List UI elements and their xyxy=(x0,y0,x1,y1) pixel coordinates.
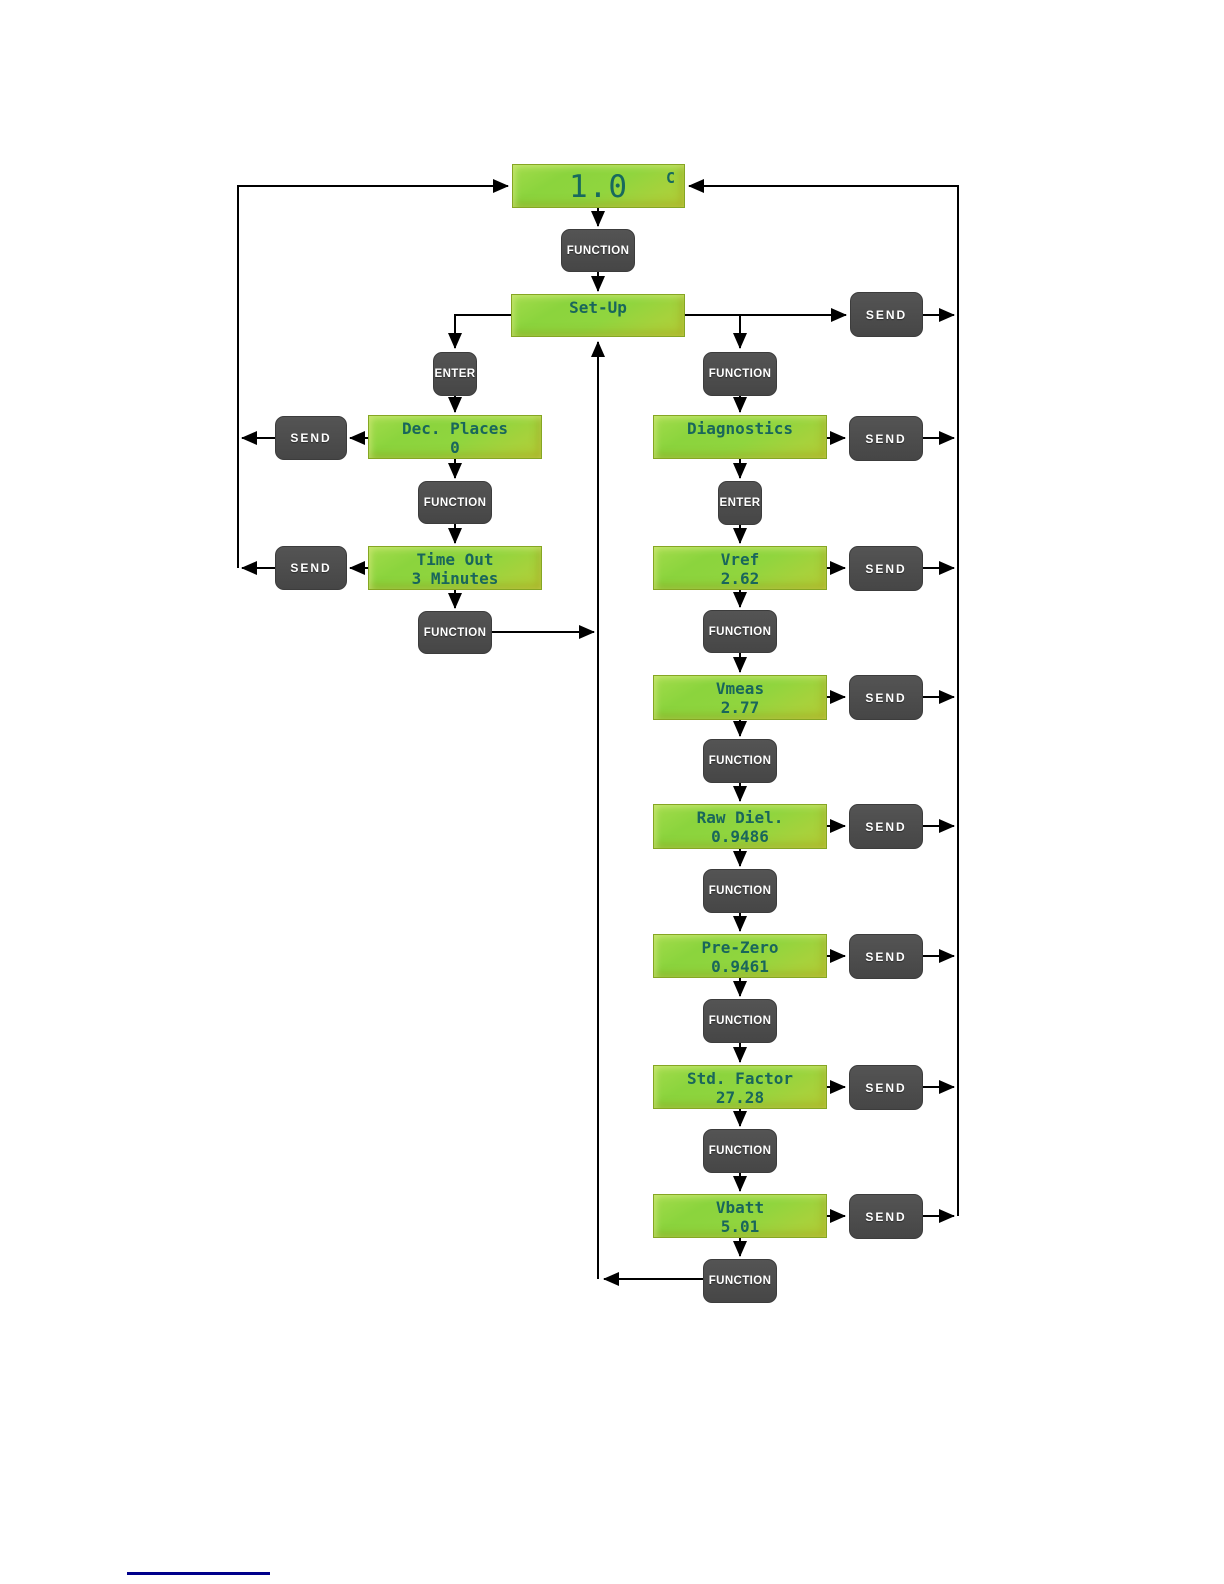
lcd-line1: Vref xyxy=(720,550,760,569)
lcd-screen-std-factor: Std. Factor 27.28 xyxy=(653,1065,827,1109)
function-key-pre-zero: FUNCTION xyxy=(703,999,777,1043)
lcd-line2: 3 Minutes xyxy=(411,569,499,588)
lcd-line1: Set-Up xyxy=(569,298,627,317)
lcd-screen-pre-zero: Pre-Zero 0.9461 xyxy=(653,934,827,978)
send-key-raw-diel: SEND xyxy=(849,804,923,849)
send-key-std-factor: SEND xyxy=(849,1065,923,1110)
lcd-screen-time-out: Time Out 3 Minutes xyxy=(368,546,542,590)
function-key-time-out: FUNCTION xyxy=(418,611,492,654)
temperature-unit-indicator: C xyxy=(665,169,675,187)
lcd-screen-raw-diel: Raw Diel. 0.9486 xyxy=(653,804,827,849)
function-key-raw-diel: FUNCTION xyxy=(703,869,777,913)
send-key-vref: SEND xyxy=(849,546,923,591)
lcd-line2: 0.9461 xyxy=(711,957,769,976)
send-key-vbatt: SEND xyxy=(849,1194,923,1239)
lcd-line1: Std. Factor xyxy=(687,1069,793,1088)
function-key-vmeas: FUNCTION xyxy=(703,739,777,783)
lcd-screen-diagnostics: Diagnostics xyxy=(653,415,827,459)
function-key-vbatt: FUNCTION xyxy=(703,1259,777,1303)
function-key-top: FUNCTION xyxy=(561,229,635,272)
function-key-std-factor: FUNCTION xyxy=(703,1129,777,1173)
lcd-screen-vbatt: Vbatt 5.01 xyxy=(653,1194,827,1238)
send-key-vmeas: SEND xyxy=(849,675,923,720)
lcd-line1: Raw Diel. xyxy=(696,808,784,827)
lcd-line1: Time Out xyxy=(416,550,494,569)
lcd-reading-display: 1.0 C xyxy=(512,164,685,208)
footer-link-rule xyxy=(127,1572,270,1575)
enter-key-diagnostics: ENTER xyxy=(718,481,762,525)
lcd-line2: 0 xyxy=(450,438,460,457)
lcd-screen-vref: Vref 2.62 xyxy=(653,546,827,590)
lcd-line1: Dec. Places xyxy=(402,419,508,438)
function-key-setup: FUNCTION xyxy=(703,352,777,396)
send-key-diagnostics: SEND xyxy=(849,416,923,461)
function-key-dec-places: FUNCTION xyxy=(418,481,492,524)
lcd-line2: 0.9486 xyxy=(711,827,769,846)
lcd-line1: Vmeas xyxy=(715,679,765,698)
function-key-vref: FUNCTION xyxy=(703,610,777,653)
lcd-line2: 2.62 xyxy=(720,569,760,588)
send-key-setup: SEND xyxy=(850,292,923,337)
lcd-screen-vmeas: Vmeas 2.77 xyxy=(653,675,827,720)
lcd-screen-setup: Set-Up xyxy=(511,294,685,337)
lcd-reading-value: 1.0 xyxy=(569,168,628,205)
send-key-time-out: SEND xyxy=(275,546,347,590)
lcd-line2: 2.77 xyxy=(720,698,760,717)
lcd-line1: Vbatt xyxy=(715,1198,765,1217)
send-key-dec-places: SEND xyxy=(275,416,347,460)
lcd-line1: Diagnostics xyxy=(687,419,793,438)
lcd-line2: 27.28 xyxy=(715,1088,765,1107)
lcd-screen-dec-places: Dec. Places 0 xyxy=(368,415,542,459)
lcd-line2: 5.01 xyxy=(720,1217,760,1236)
lcd-line1: Pre-Zero xyxy=(701,938,779,957)
send-key-pre-zero: SEND xyxy=(849,934,923,979)
enter-key-setup: ENTER xyxy=(433,352,477,396)
